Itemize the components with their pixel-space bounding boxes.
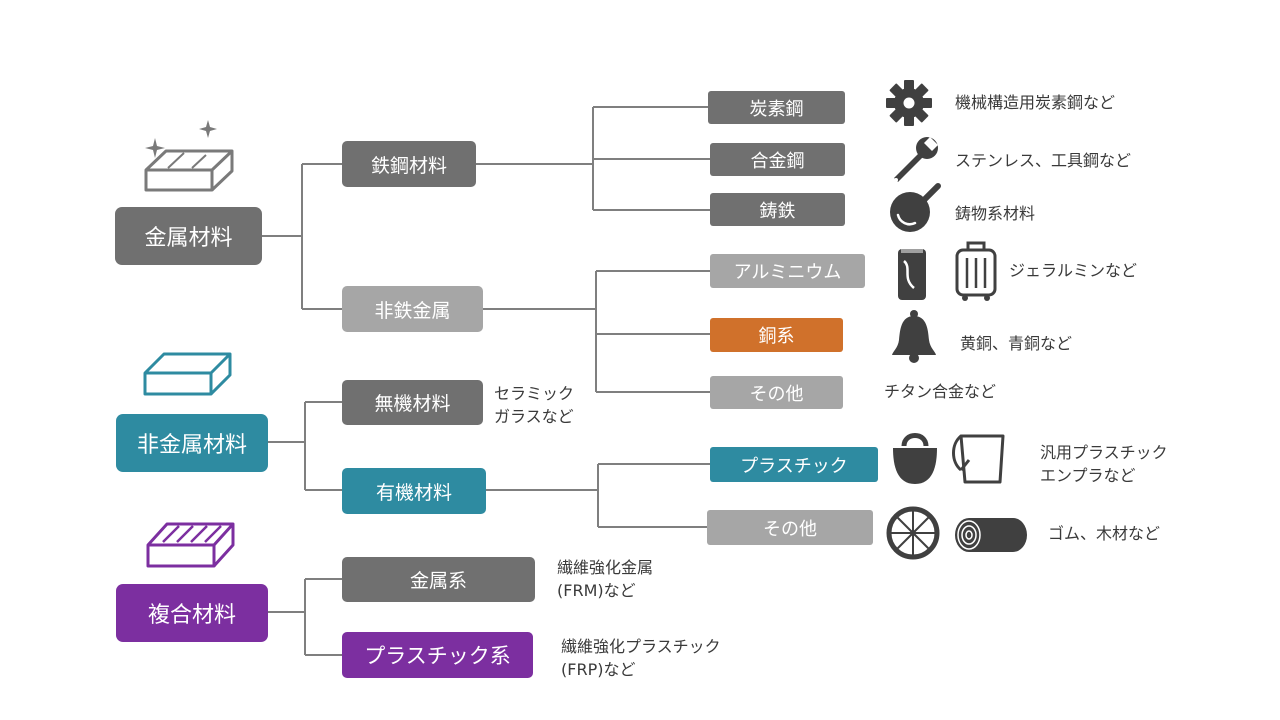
material-label: その他 [749, 383, 804, 405]
bucket-icon [952, 434, 1005, 484]
subcategory-plastic-based-label: プラスチック系 [364, 644, 511, 668]
material-label: 合金鋼 [750, 150, 805, 172]
can-icon [898, 249, 926, 300]
material-alloy-steel[interactable]: 合金鋼 [710, 143, 845, 176]
frying-pan-icon [890, 183, 941, 232]
material-other-organic[interactable]: その他 [707, 510, 873, 545]
note-plastic: 汎用プラスチック エンプラなど [1040, 441, 1168, 487]
note-inorganic: セラミック ガラスなど [494, 382, 574, 428]
note-other-metal: チタン合金など [884, 382, 997, 401]
material-cast-iron[interactable]: 鋳鉄 [710, 193, 845, 226]
note-cast-iron: 鋳物系材料 [955, 204, 1036, 223]
subcategory-metal-based[interactable]: 金属系 [342, 557, 535, 602]
subcategory-metal-based-label: 金属系 [409, 570, 467, 592]
category-composite-label: 複合材料 [147, 603, 236, 628]
note-alloy-steel: ステンレス、工具鋼など [955, 151, 1132, 170]
material-other-metal[interactable]: その他 [710, 376, 843, 409]
material-label: その他 [763, 518, 817, 540]
note-line: ガラスなど [494, 407, 574, 426]
subcategory-inorganic-label: 無機材料 [374, 393, 451, 415]
note-line: セラミック [494, 384, 575, 403]
note-carbon-steel: 機械構造用炭素鋼など [955, 93, 1116, 112]
material-aluminium[interactable]: アルミニウム [710, 254, 865, 288]
suitcase-icon [955, 241, 997, 301]
bag-icon [893, 433, 937, 484]
category-nonmetal[interactable]: 非金属材料 [116, 414, 268, 472]
category-nonmetal-label: 非金属材料 [136, 433, 247, 458]
note-line: 繊維強化プラスチック [561, 637, 721, 656]
material-label: アルミニウム [733, 262, 842, 283]
gear-icon [886, 80, 932, 126]
material-carbon-steel[interactable]: 炭素鋼 [708, 91, 845, 124]
subcategory-organic[interactable]: 有機材料 [342, 468, 486, 514]
metal-block-icon [144, 120, 234, 192]
composite-block-icon [146, 522, 235, 568]
subcategory-nonferrous-label: 非鉄金属 [374, 299, 451, 322]
wrench-icon [894, 137, 938, 182]
nonmetal-block-icon [143, 352, 232, 396]
material-copper[interactable]: 銅系 [710, 318, 843, 352]
bell-icon [892, 310, 936, 363]
note-metal-based: 繊維強化金属 (FRM)など [557, 556, 653, 602]
note-line: (FRP)など [561, 660, 636, 679]
subcategory-organic-label: 有機材料 [375, 481, 452, 504]
subcategory-ferrous[interactable]: 鉄鋼材料 [342, 141, 476, 187]
note-plastic-based: 繊維強化プラスチック (FRP)など [561, 635, 721, 681]
category-metal[interactable]: 金属材料 [115, 207, 262, 265]
note-line: (FRM)など [557, 581, 636, 600]
log-icon [955, 518, 1027, 552]
wheel-icon [886, 506, 940, 560]
note-copper: 黄銅、青銅など [960, 334, 1073, 353]
subcategory-ferrous-label: 鉄鋼材料 [370, 154, 447, 177]
material-label: プラスチック [740, 455, 848, 477]
note-line: 繊維強化金属 [557, 558, 654, 577]
material-label: 銅系 [758, 326, 795, 347]
note-aluminium: ジェラルミンなど [1009, 261, 1138, 280]
material-label: 鋳鉄 [759, 200, 796, 222]
subcategory-nonferrous[interactable]: 非鉄金属 [342, 286, 483, 332]
subcategory-inorganic[interactable]: 無機材料 [342, 380, 483, 425]
material-label: 炭素鋼 [749, 98, 804, 120]
note-other-organic: ゴム、木材など [1048, 524, 1161, 543]
note-line: 汎用プラスチック [1040, 443, 1168, 462]
material-plastic[interactable]: プラスチック [710, 447, 878, 482]
note-line: エンプラなど [1040, 466, 1136, 485]
subcategory-plastic-based[interactable]: プラスチック系 [342, 632, 533, 678]
category-metal-label: 金属材料 [144, 226, 233, 251]
category-composite[interactable]: 複合材料 [116, 584, 268, 642]
